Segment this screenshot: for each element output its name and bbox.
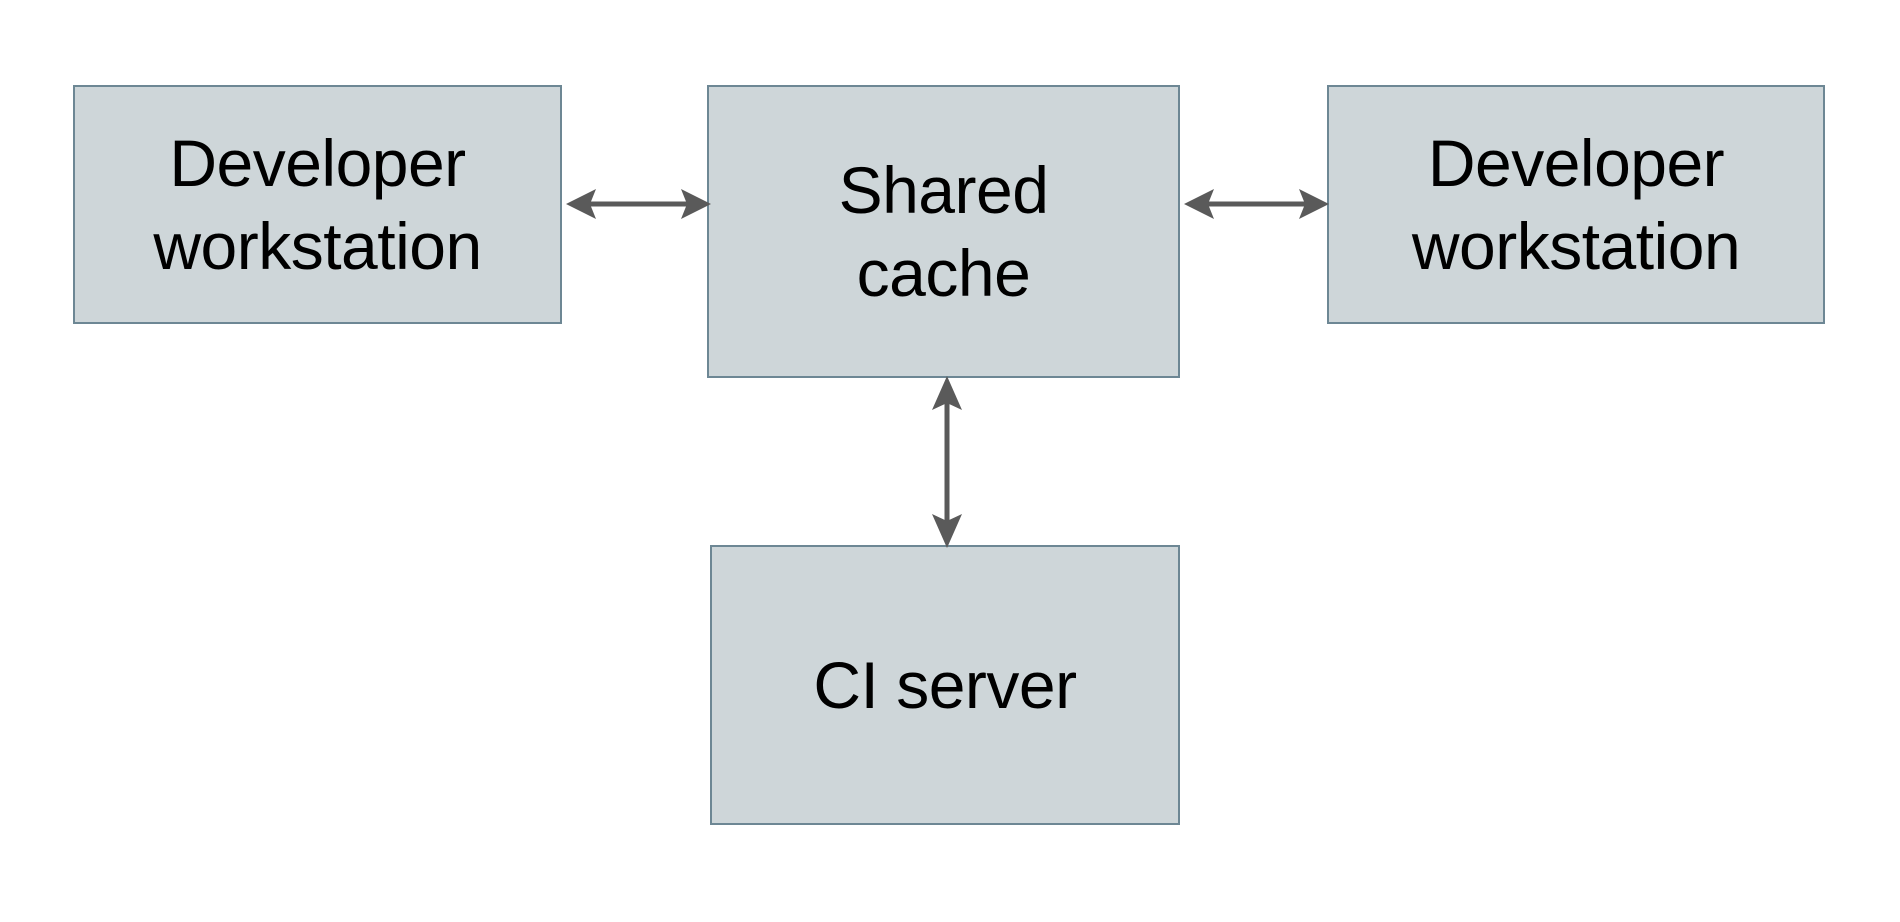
- node-label-ci-server: CI server: [813, 647, 1077, 722]
- node-label-developer-workstation-left: Developer workstation: [153, 126, 482, 283]
- node-developer-workstation-right[interactable]: Developer workstation: [1327, 85, 1825, 324]
- node-label-shared-cache: Shared cache: [838, 153, 1049, 310]
- node-label-developer-workstation-right: Developer workstation: [1411, 126, 1741, 283]
- double-arrow-vertical-icon: [932, 376, 962, 548]
- connector-left-workstation-to-cache: [566, 183, 711, 225]
- node-developer-workstation-left[interactable]: Developer workstation: [73, 85, 562, 324]
- connector-cache-to-ci-server: [926, 376, 968, 548]
- node-shared-cache[interactable]: Shared cache: [707, 85, 1180, 378]
- double-arrow-horizontal-icon: [1184, 189, 1329, 219]
- double-arrow-horizontal-icon: [566, 189, 711, 219]
- connector-cache-to-right-workstation: [1184, 183, 1329, 225]
- node-ci-server[interactable]: CI server: [710, 545, 1180, 825]
